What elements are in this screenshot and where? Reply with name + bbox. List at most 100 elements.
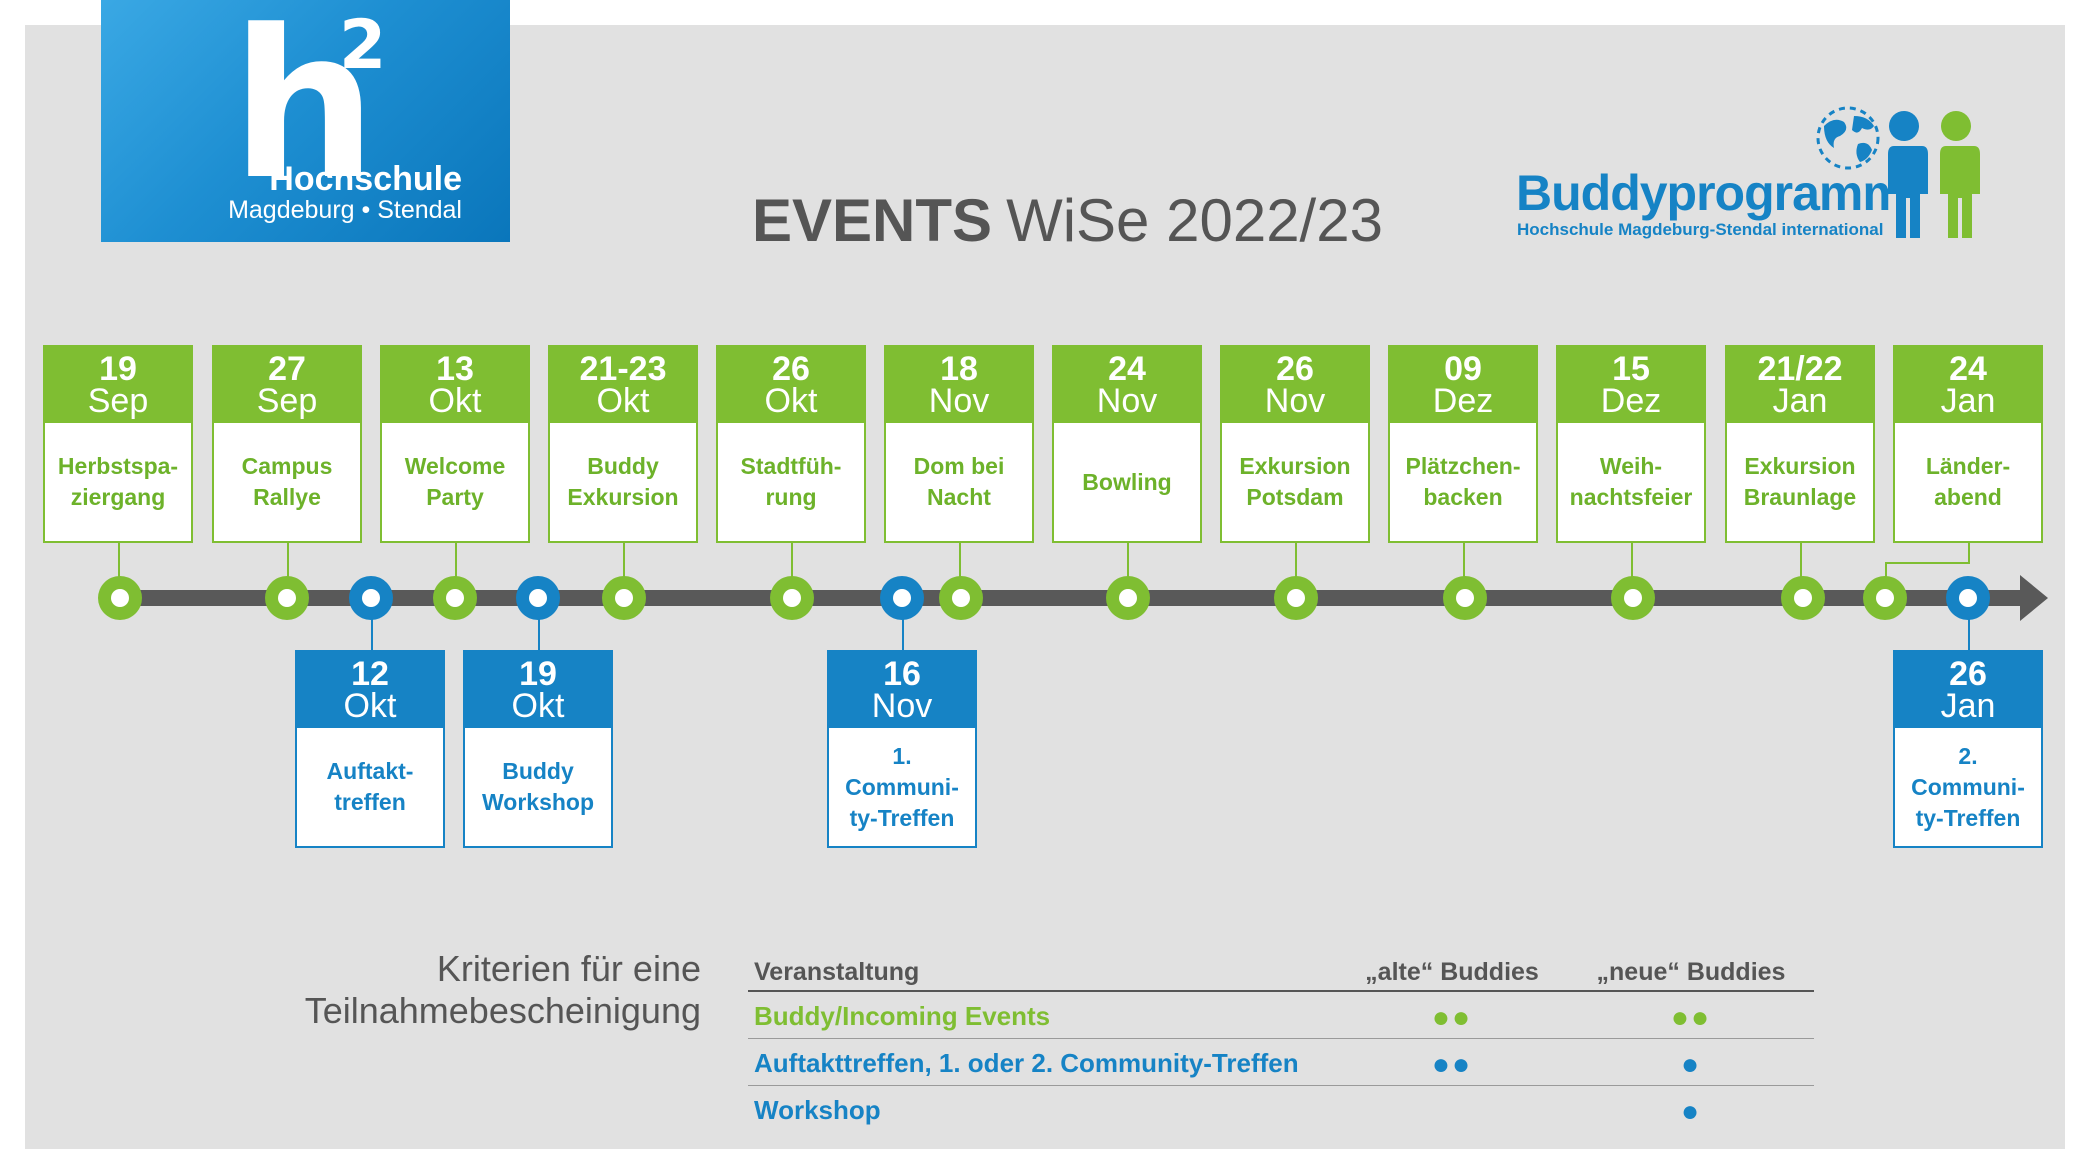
connector-line	[1885, 562, 1887, 582]
event-month: Nov	[871, 687, 933, 725]
logo-mark: h	[231, 0, 377, 225]
timeline-dot-green	[1781, 576, 1825, 620]
connector-line	[791, 543, 793, 583]
event-day: 24	[1949, 350, 1987, 388]
connector-line	[1295, 543, 1297, 583]
event-name: Dom bei Nacht	[913, 453, 1005, 510]
title-rest: WiSe 2022/23	[1006, 187, 1383, 254]
connector-line	[287, 543, 289, 583]
connector-line	[1885, 562, 1970, 564]
event-name: Welcome Party	[404, 453, 506, 510]
event-month: Okt	[343, 687, 397, 725]
connector-line	[1463, 543, 1465, 583]
event-day: 09	[1444, 350, 1482, 388]
event-name: Länder- abend	[1925, 453, 2011, 510]
connector-line	[1968, 543, 1970, 563]
event-month: Nov	[928, 382, 990, 420]
timeline-dot-green	[1274, 576, 1318, 620]
criteria-title-line1: Kriterien für eine	[436, 948, 701, 989]
timeline-dot-green	[770, 576, 814, 620]
header-old-buddies: „alte“ Buddies	[1365, 958, 1539, 986]
logo-name: Hochschule	[269, 160, 462, 198]
blue-person-icon	[1886, 111, 1928, 238]
event-month: Jan	[1772, 382, 1828, 420]
event-day: 26	[1276, 350, 1314, 388]
criteria-table-header: Veranstaltung „alte“ Buddies „neue“ Budd…	[748, 952, 1814, 992]
logo-superscript: 2	[339, 6, 387, 85]
timeline-dot-blue	[1946, 576, 1990, 620]
connector-line	[455, 543, 457, 583]
criteria-row-label: Workshop	[754, 1095, 881, 1125]
event-month: Sep	[256, 382, 318, 420]
timeline-dot-blue	[880, 576, 924, 620]
timeline-dot-blue	[516, 576, 560, 620]
event-day: 26	[772, 350, 810, 388]
event-name: Herbstspa- ziergang	[57, 453, 179, 510]
criteria-table: Veranstaltung „alte“ Buddies „neue“ Budd…	[748, 952, 1814, 1132]
connector-line	[1800, 543, 1802, 583]
event-month: Nov	[1096, 382, 1158, 420]
event-month: Okt	[511, 687, 565, 725]
timeline-dot-green	[433, 576, 477, 620]
new-buddies-mark: ●	[1680, 1048, 1702, 1081]
timeline-dot-green	[1863, 576, 1907, 620]
event-name: 1. Communi- ty-Treffen	[845, 742, 959, 831]
old-buddies-mark: ●●	[1431, 1001, 1473, 1034]
event-name: Bowling	[1082, 468, 1172, 495]
connector-line	[538, 610, 540, 652]
event-name: Buddy Exkursion	[567, 453, 679, 510]
event-day: 12	[351, 655, 389, 693]
timeline-dot-green	[265, 576, 309, 620]
timeline-dot-green	[1443, 576, 1487, 620]
timeline-dot-blue	[349, 576, 393, 620]
event-month: Okt	[596, 382, 650, 420]
connector-line	[1127, 543, 1129, 583]
connector-line	[902, 610, 904, 652]
header-event: Veranstaltung	[754, 958, 920, 986]
criteria-title: Kriterien für eine Teilnahmebescheinigun…	[305, 948, 701, 1032]
event-name: Buddy Workshop	[481, 758, 595, 815]
event-day: 21-23	[579, 350, 667, 388]
event-name: Exkursion Potsdam	[1239, 453, 1351, 510]
event-month: Nov	[1264, 382, 1326, 420]
timeline-dot-green	[939, 576, 983, 620]
event-month: Dez	[1432, 382, 1494, 420]
event-day: 24	[1108, 350, 1146, 388]
timeline-line	[118, 590, 2028, 606]
timeline-dot-green	[602, 576, 646, 620]
event-name: Exkursion Braunlage	[1743, 453, 1857, 510]
event-month: Dez	[1600, 382, 1662, 420]
event-day: 26	[1949, 655, 1987, 693]
event-day: 19	[519, 655, 557, 693]
event-day: 16	[883, 655, 921, 693]
event-name: 2. Communi- ty-Treffen	[1911, 742, 2025, 831]
green-person-icon	[1938, 111, 1980, 238]
header-new-buddies: „neue“ Buddies	[1596, 958, 1786, 986]
logo-subtitle: Magdeburg • Stendal	[228, 196, 462, 224]
event-month: Okt	[764, 382, 818, 420]
event-name: Weih- nachtsfeier	[1569, 453, 1693, 510]
criteria-row: Auftakttreffen, 1. oder 2. Community-Tre…	[748, 1039, 1814, 1086]
